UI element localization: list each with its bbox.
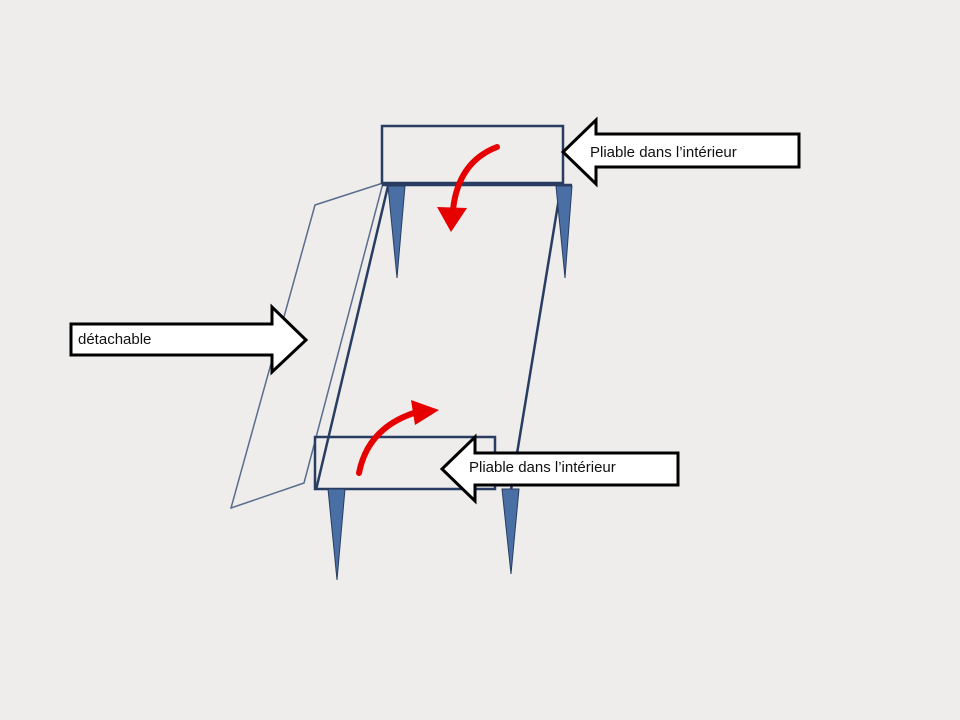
bottom-fold-callout: Pliable dans l’intérieur	[439, 433, 680, 505]
leg-spike-icon	[387, 185, 406, 279]
frame-left-side	[314, 185, 390, 491]
top-fold-panel	[380, 124, 565, 185]
bottom-fold-label: Pliable dans l’intérieur	[469, 459, 616, 476]
leg-spike-icon	[501, 488, 520, 575]
leg-spike-icon	[555, 185, 573, 279]
leg-spike-icon	[327, 488, 346, 581]
bottom-fold-arrow-icon	[356, 400, 439, 476]
top-fold-label: Pliable dans l’intérieur	[590, 144, 737, 161]
frame-right-side	[509, 185, 563, 491]
detachable-callout: détachable	[69, 303, 309, 376]
top-fold-callout: Pliable dans l’intérieur	[560, 116, 801, 188]
detachable-label: détachable	[78, 331, 151, 348]
top-fold-arrow-icon	[437, 144, 500, 232]
detachable-panel	[229, 181, 385, 510]
